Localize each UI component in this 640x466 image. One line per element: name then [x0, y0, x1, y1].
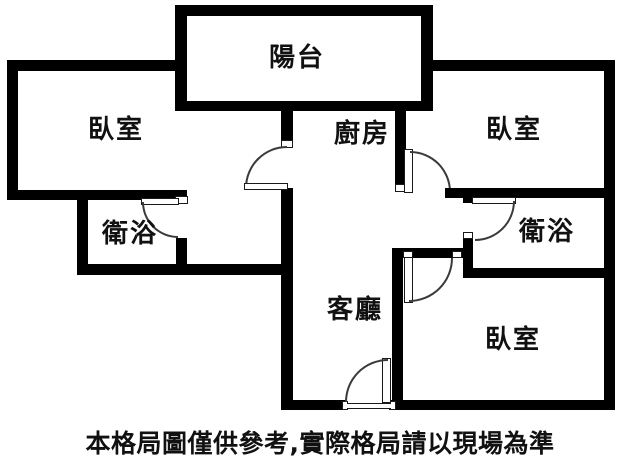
entrance-threshold: [347, 403, 391, 409]
wall-bathroom-right-bottom: [463, 268, 615, 278]
wall-central-upper: [281, 101, 293, 148]
wall-bathroom-left-east: [176, 238, 187, 275]
wall-bedroom-left-bottom: [7, 190, 187, 200]
room-label-bedroom-left: 臥室: [87, 115, 144, 145]
doorjamb-kitchen: [281, 140, 293, 148]
wall-bathroom-right-west-lower: [463, 238, 473, 278]
room-label-bathroom-left: 衛浴: [101, 219, 158, 249]
wall-kitchen-divider: [395, 101, 406, 192]
wall-bedroom-left-top: [7, 60, 175, 71]
wall-bottom-east: [391, 400, 615, 410]
room-label-bathroom-right: 衛浴: [518, 217, 575, 247]
door-leaf-kitchen: [244, 183, 288, 190]
wall-bathroom-right-west-upper: [463, 188, 473, 203]
doorjamb-bedroom-right-bottom-east: [452, 251, 462, 258]
wall-outer-right: [604, 60, 615, 410]
door-arc-bedroom-right-bottom: [409, 258, 453, 302]
wall-bathroom-left-west: [77, 192, 88, 275]
room-label-kitchen: 廚房: [333, 119, 390, 149]
room-label-balcony: 陽台: [268, 43, 325, 73]
doorjamb-bathroom-right: [463, 232, 473, 239]
wall-central-lower: [281, 188, 293, 410]
door-arc-bedroom-right-top: [410, 151, 451, 192]
wall-nook-south: [395, 248, 473, 258]
disclaimer-text: 本格局圖僅供參考,實際格局請以現場為準: [85, 429, 555, 458]
wall-bedroom-left-side: [7, 60, 18, 200]
room-label-living-room: 客廳: [326, 295, 383, 325]
wall-bedroom-right-top-top: [421, 60, 615, 71]
door-arc-entrance: [345, 359, 388, 402]
wall-balcony-left: [175, 5, 187, 111]
wall-bottom-west: [281, 400, 347, 410]
wall-balcony-right: [421, 5, 433, 111]
door-arc-kitchen: [245, 146, 287, 188]
wall-balcony-bottom: [175, 101, 433, 111]
room-label-bedroom-right-top: 臥室: [485, 115, 542, 145]
wall-bedroom-right-top-bottom: [445, 188, 615, 198]
wall-balcony-top: [175, 5, 433, 16]
wall-bedroom-right-bottom-left: [392, 248, 403, 410]
room-label-bedroom-right-bottom: 臥室: [484, 325, 541, 355]
